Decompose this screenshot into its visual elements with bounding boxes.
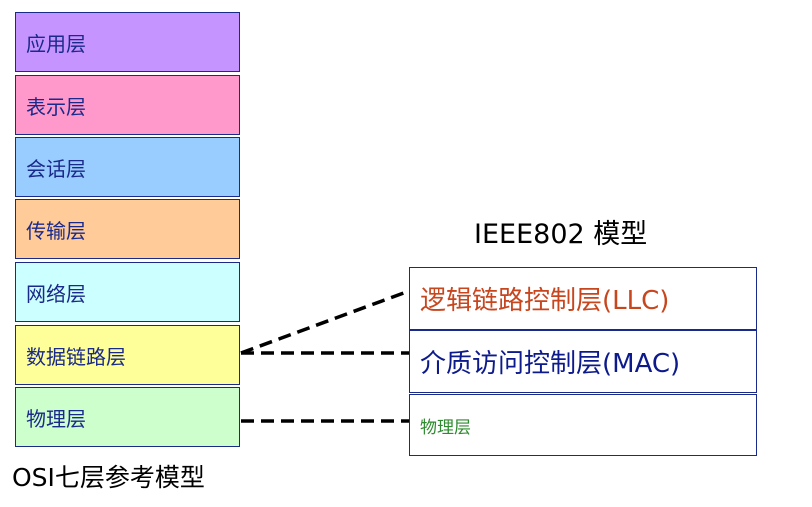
osi-layer-transport: 传输层	[15, 199, 240, 259]
osi-layer-label: 表示层	[26, 94, 86, 119]
ieee802-layer-physical: 物理层	[409, 394, 757, 456]
osi-layer-label: 传输层	[26, 218, 86, 243]
osi-layer-label: 网络层	[26, 281, 86, 306]
ieee802-title: IEEE802 模型	[474, 219, 648, 250]
osi-layer-application: 应用层	[15, 12, 240, 72]
osi-layer-datalink: 数据链路层	[15, 325, 240, 385]
osi-layer-physical: 物理层	[15, 387, 240, 447]
ieee802-layer-label: 逻辑链路控制层(LLC)	[420, 286, 670, 316]
connector-datalink-to-llc	[240, 289, 410, 355]
osi-layer-label: 应用层	[26, 31, 86, 56]
ieee802-layer-label: 介质访问控制层(MAC)	[420, 349, 681, 379]
ieee802-layer-llc: 逻辑链路控制层(LLC)	[409, 267, 757, 330]
osi-layer-session: 会话层	[15, 137, 240, 197]
ieee802-layer-mac: 介质访问控制层(MAC)	[409, 330, 757, 393]
osi-layer-presentation: 表示层	[15, 75, 240, 135]
osi-layer-label: 数据链路层	[26, 344, 126, 369]
osi-caption: OSI七层参考模型	[12, 463, 205, 492]
osi-layer-network: 网络层	[15, 262, 240, 322]
osi-layer-label: 会话层	[26, 156, 86, 181]
ieee802-layer-label: 物理层	[420, 417, 471, 438]
osi-layer-label: 物理层	[26, 406, 86, 431]
